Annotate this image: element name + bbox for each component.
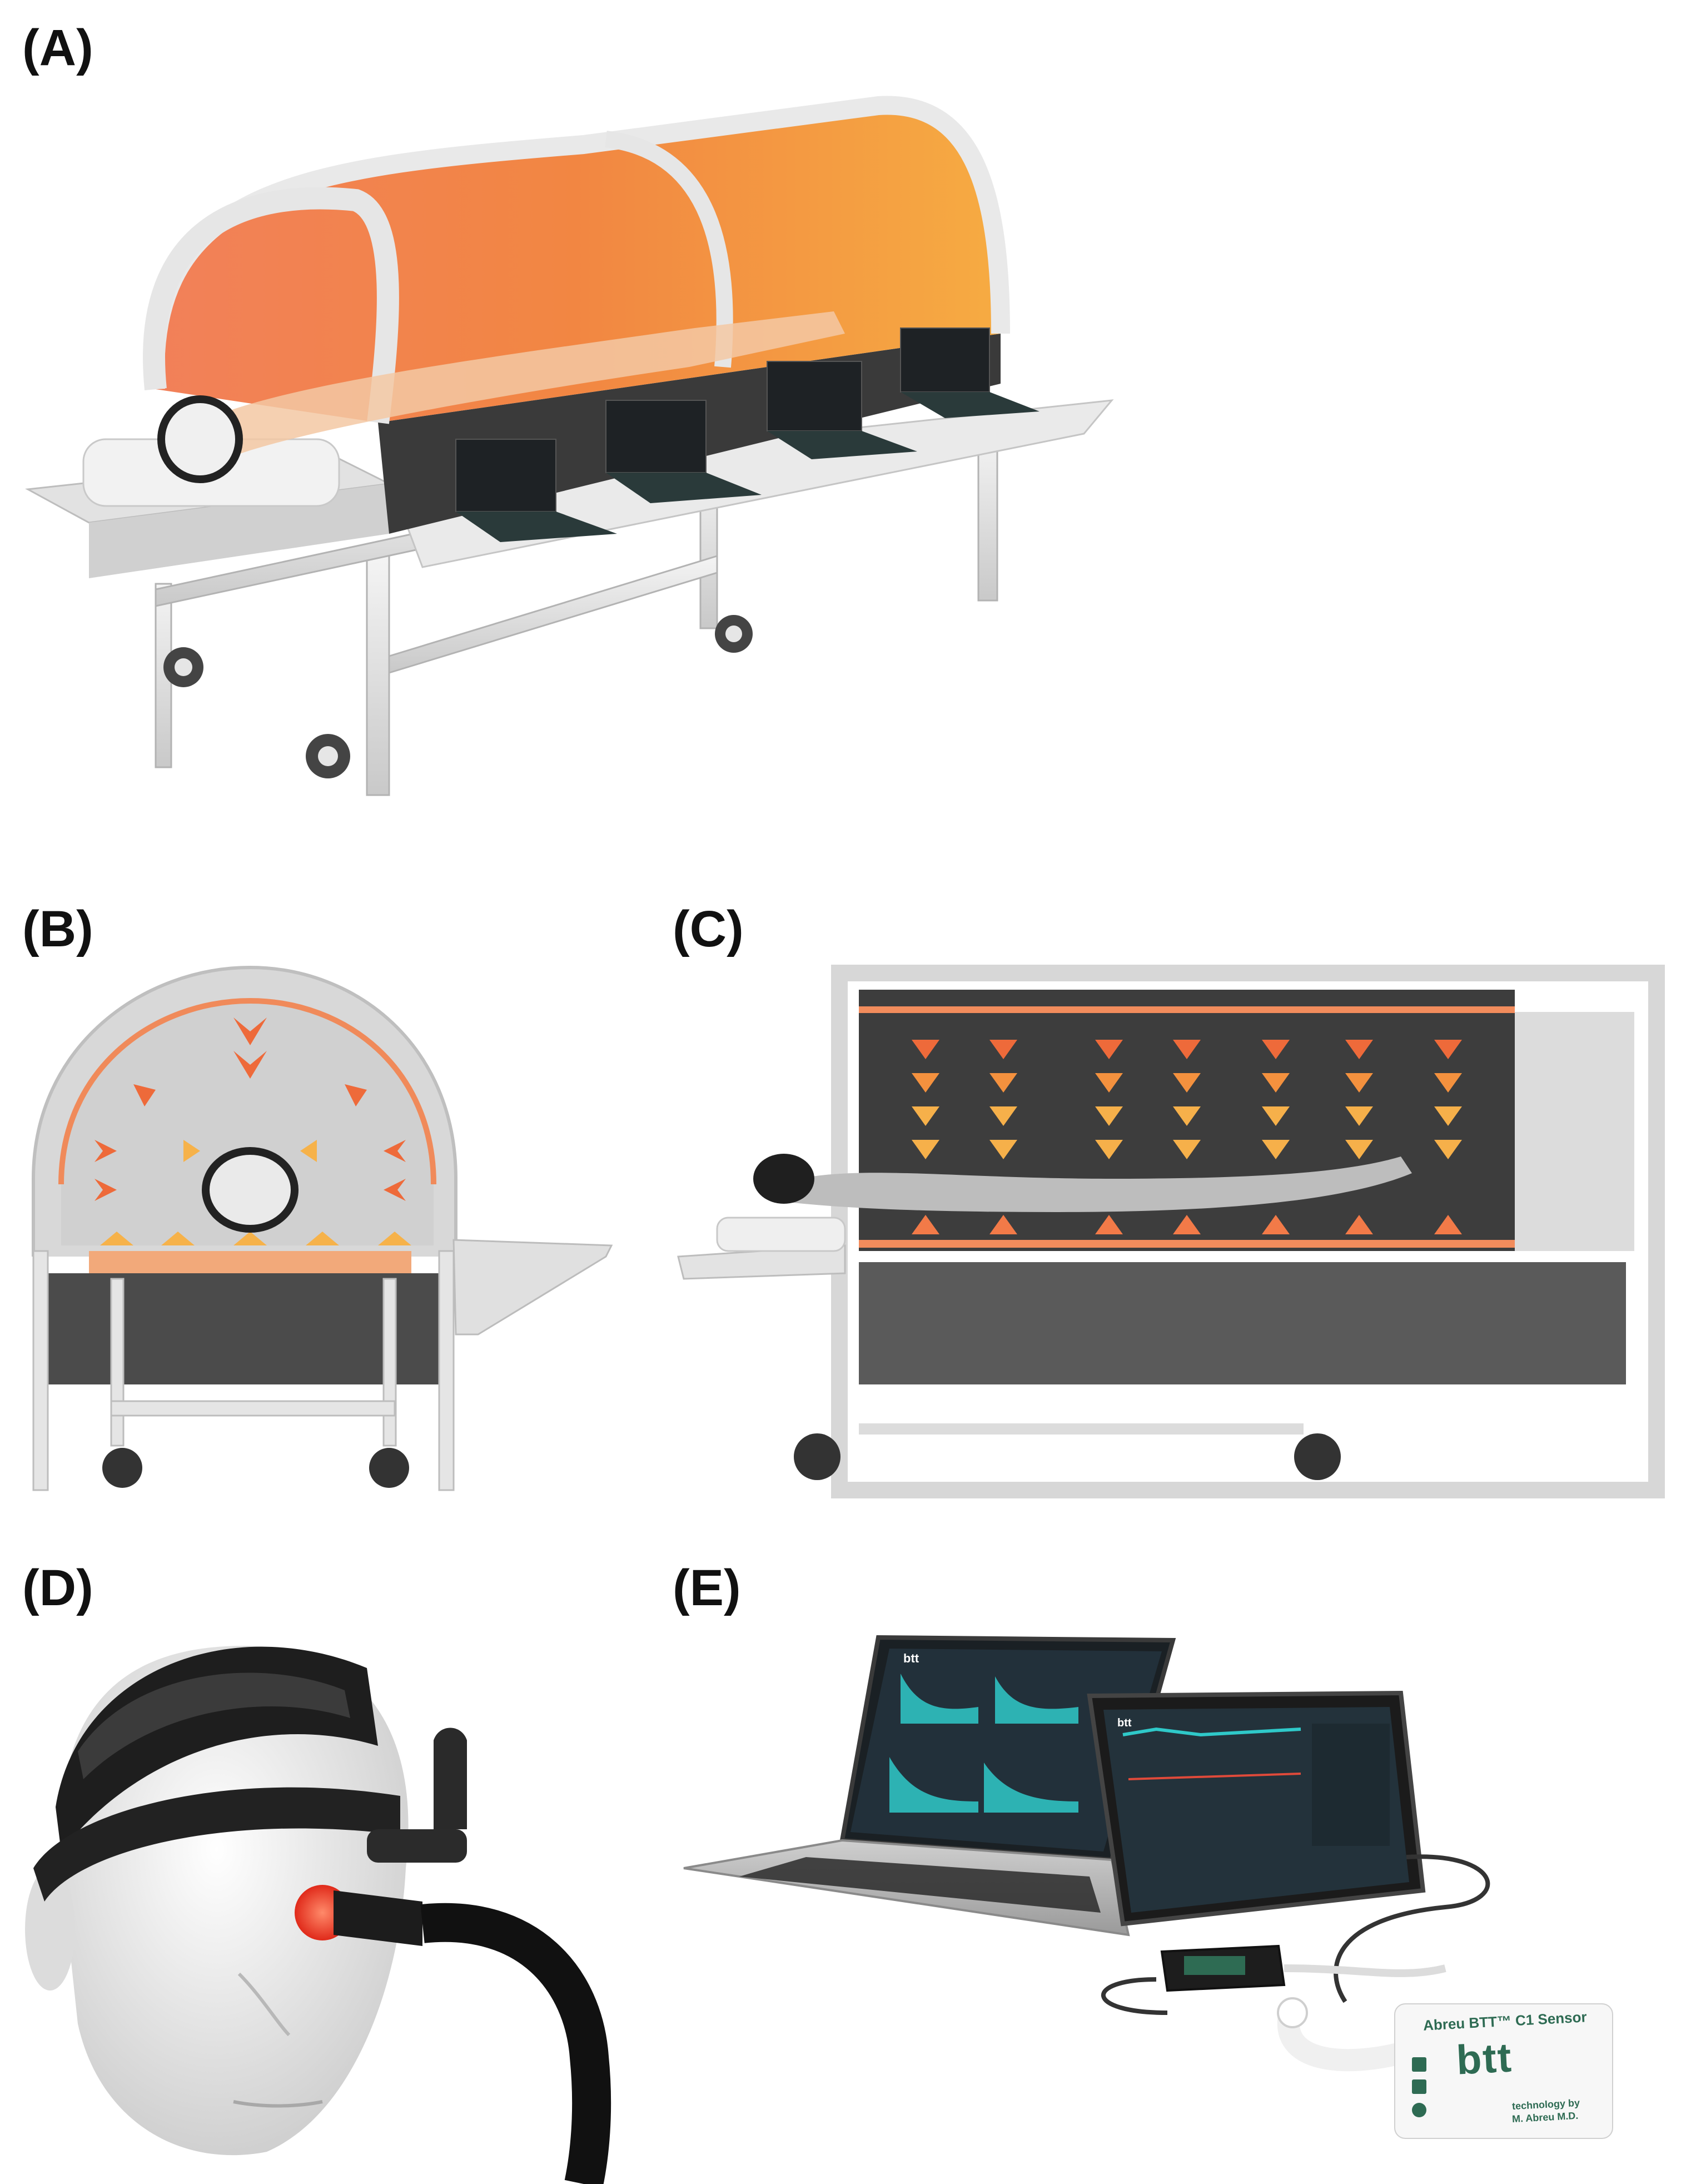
tablet-screen-logo: btt [1117,1717,1132,1729]
panel-label-c: (C) [673,901,744,957]
data-logger [1160,1944,1286,1992]
panel-label-e: (E) [673,1560,741,1616]
heat-arrows-b [95,1017,406,1201]
tablet [1087,1690,1426,1927]
laptop-base [683,1839,1130,1937]
panel-label-d: (D) [22,1560,93,1616]
heat-arrows-c [912,1040,1462,1234]
laptop-screen [839,1635,1176,1863]
sensor-card-title: Abreu BTT™ C1 Sensor [1423,2008,1588,2034]
sensor-card-maker-line2: M. Abreu M.D. [1511,2109,1579,2125]
panel-label-a: (A) [22,19,93,76]
sensor-card-brand: btt [1455,2034,1514,2083]
laptop-screen-logo: btt [903,1651,919,1665]
panel-label-b: (B) [22,901,93,957]
